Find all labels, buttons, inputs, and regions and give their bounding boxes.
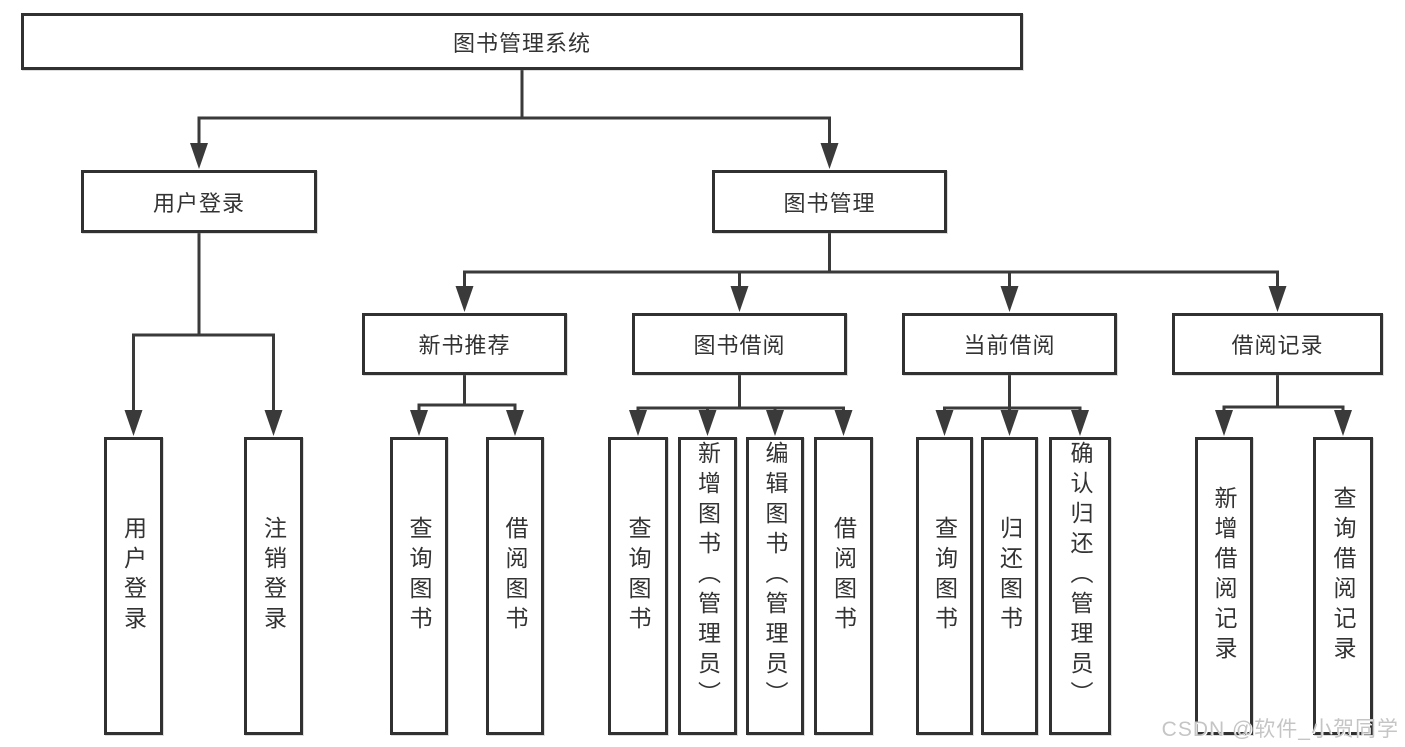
- node-leaf-confirm-return-admin: 确认归还（管理员）: [1049, 437, 1111, 735]
- node-root: 图书管理系统: [21, 13, 1023, 70]
- node-leaf-query-book-1: 查询图书: [390, 437, 448, 735]
- node-leaf-borrow-book-1: 借阅图书: [486, 437, 544, 735]
- node-borrow-records: 借阅记录: [1172, 313, 1383, 375]
- node-label-current-borrow: 当前借阅: [963, 333, 1056, 358]
- node-book-management: 图书管理: [712, 170, 947, 233]
- node-label-leaf-confirm-return-admin: 确认归还（管理员）: [1067, 441, 1093, 711]
- node-label-book-borrow: 图书借阅: [693, 333, 786, 358]
- node-label-leaf-borrow-book-2: 借阅图书: [830, 516, 857, 636]
- node-leaf-query-borrow-record: 查询借阅记录: [1313, 437, 1373, 735]
- node-label-book-management: 图书管理: [783, 190, 876, 216]
- node-label-leaf-logout: 注销登录: [260, 516, 287, 636]
- watermark-text: CSDN @软件_小贺同学: [1161, 718, 1399, 741]
- node-current-borrow: 当前借阅: [902, 313, 1117, 375]
- node-leaf-logout: 注销登录: [244, 437, 303, 735]
- node-new-book-recommend: 新书推荐: [362, 313, 567, 375]
- node-label-root: 图书管理系统: [452, 30, 591, 56]
- node-label-leaf-borrow-book-1: 借阅图书: [502, 516, 528, 636]
- node-label-leaf-return-book: 归还图书: [996, 516, 1023, 636]
- node-leaf-query-book-2: 查询图书: [608, 437, 668, 735]
- node-label-leaf-query-book-3: 查询图书: [931, 516, 958, 636]
- node-leaf-add-book-admin: 新增图书（管理员）: [678, 437, 737, 735]
- node-label-leaf-query-book-1: 查询图书: [406, 516, 432, 636]
- node-label-leaf-add-book-admin: 新增图书（管理员）: [694, 441, 721, 711]
- node-label-leaf-edit-book-admin: 编辑图书（管理员）: [762, 441, 788, 711]
- node-label-leaf-add-borrow-record: 新增借阅记录: [1211, 486, 1237, 666]
- node-label-user-login: 用户登录: [152, 190, 245, 216]
- node-leaf-query-book-3: 查询图书: [916, 437, 973, 735]
- node-label-borrow-records: 借阅记录: [1231, 333, 1324, 358]
- node-leaf-edit-book-admin: 编辑图书（管理员）: [746, 437, 804, 735]
- node-leaf-return-book: 归还图书: [981, 437, 1038, 735]
- node-label-leaf-user-login: 用户登录: [120, 516, 147, 636]
- node-leaf-user-login: 用户登录: [104, 437, 163, 735]
- node-user-login: 用户登录: [81, 170, 317, 233]
- node-book-borrow: 图书借阅: [632, 313, 847, 375]
- node-label-leaf-query-book-2: 查询图书: [625, 516, 651, 636]
- node-label-leaf-query-borrow-record: 查询借阅记录: [1330, 486, 1356, 666]
- node-label-new-book-recommend: 新书推荐: [418, 333, 511, 358]
- node-leaf-borrow-book-2: 借阅图书: [814, 437, 873, 735]
- node-leaf-add-borrow-record: 新增借阅记录: [1195, 437, 1253, 735]
